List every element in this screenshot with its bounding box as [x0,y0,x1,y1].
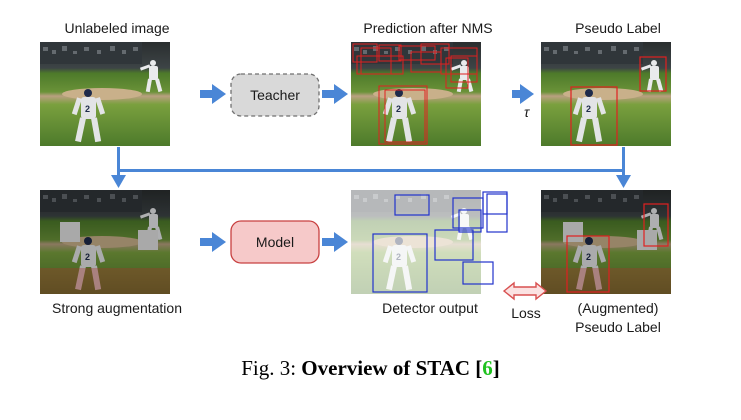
augmented-label-line2: Pseudo Label [575,319,661,335]
unlabeled-image-label: Unlabeled image [64,20,169,36]
prediction-after-nms-image [351,42,481,146]
caption-reference-link[interactable]: 6 [482,356,493,380]
augmented-label-line1: (Augmented) [578,300,659,316]
arrow-unlabeled-to-teacher [200,84,226,104]
figure-caption: Fig. 3: Overview of STAC [6] [0,356,741,381]
arrow-prediction-to-pseudo [512,84,534,104]
detector-output-label: Detector output [382,300,478,316]
strong-augmentation-label: Strong augmentation [52,300,182,316]
prediction-after-nms-label: Prediction after NMS [363,20,492,36]
caption-prefix: Fig. 3: [241,356,302,380]
pseudo-label-image [541,42,671,146]
pseudo-label-label: Pseudo Label [575,20,661,36]
loss-double-arrow [502,281,548,301]
arrow-strongaug-to-model [200,232,226,252]
teacher-label: Teacher [250,87,300,103]
loss-label: Loss [511,305,541,321]
caption-title: Overview of STAC [6] [301,356,500,380]
arrow-model-to-detector [322,232,348,252]
arrow-teacher-to-prediction [322,84,348,104]
stac-overview-diagram: 2 Teacher Model [40,20,671,335]
threshold-tau-label: τ [524,104,530,120]
strong-augmentation-image [40,190,170,294]
model-label: Model [256,234,294,250]
unlabeled-image [40,42,170,146]
flow-arrows [111,84,631,252]
augmented-pseudo-label-image [541,190,671,294]
detector-output-image [351,190,508,294]
caption-title-suffix: ] [492,356,500,380]
teacher-box: Teacher [230,73,320,117]
model-box: Model [230,220,320,264]
caption-title-text: Overview of STAC [ [301,356,483,380]
connector-line [111,147,631,188]
